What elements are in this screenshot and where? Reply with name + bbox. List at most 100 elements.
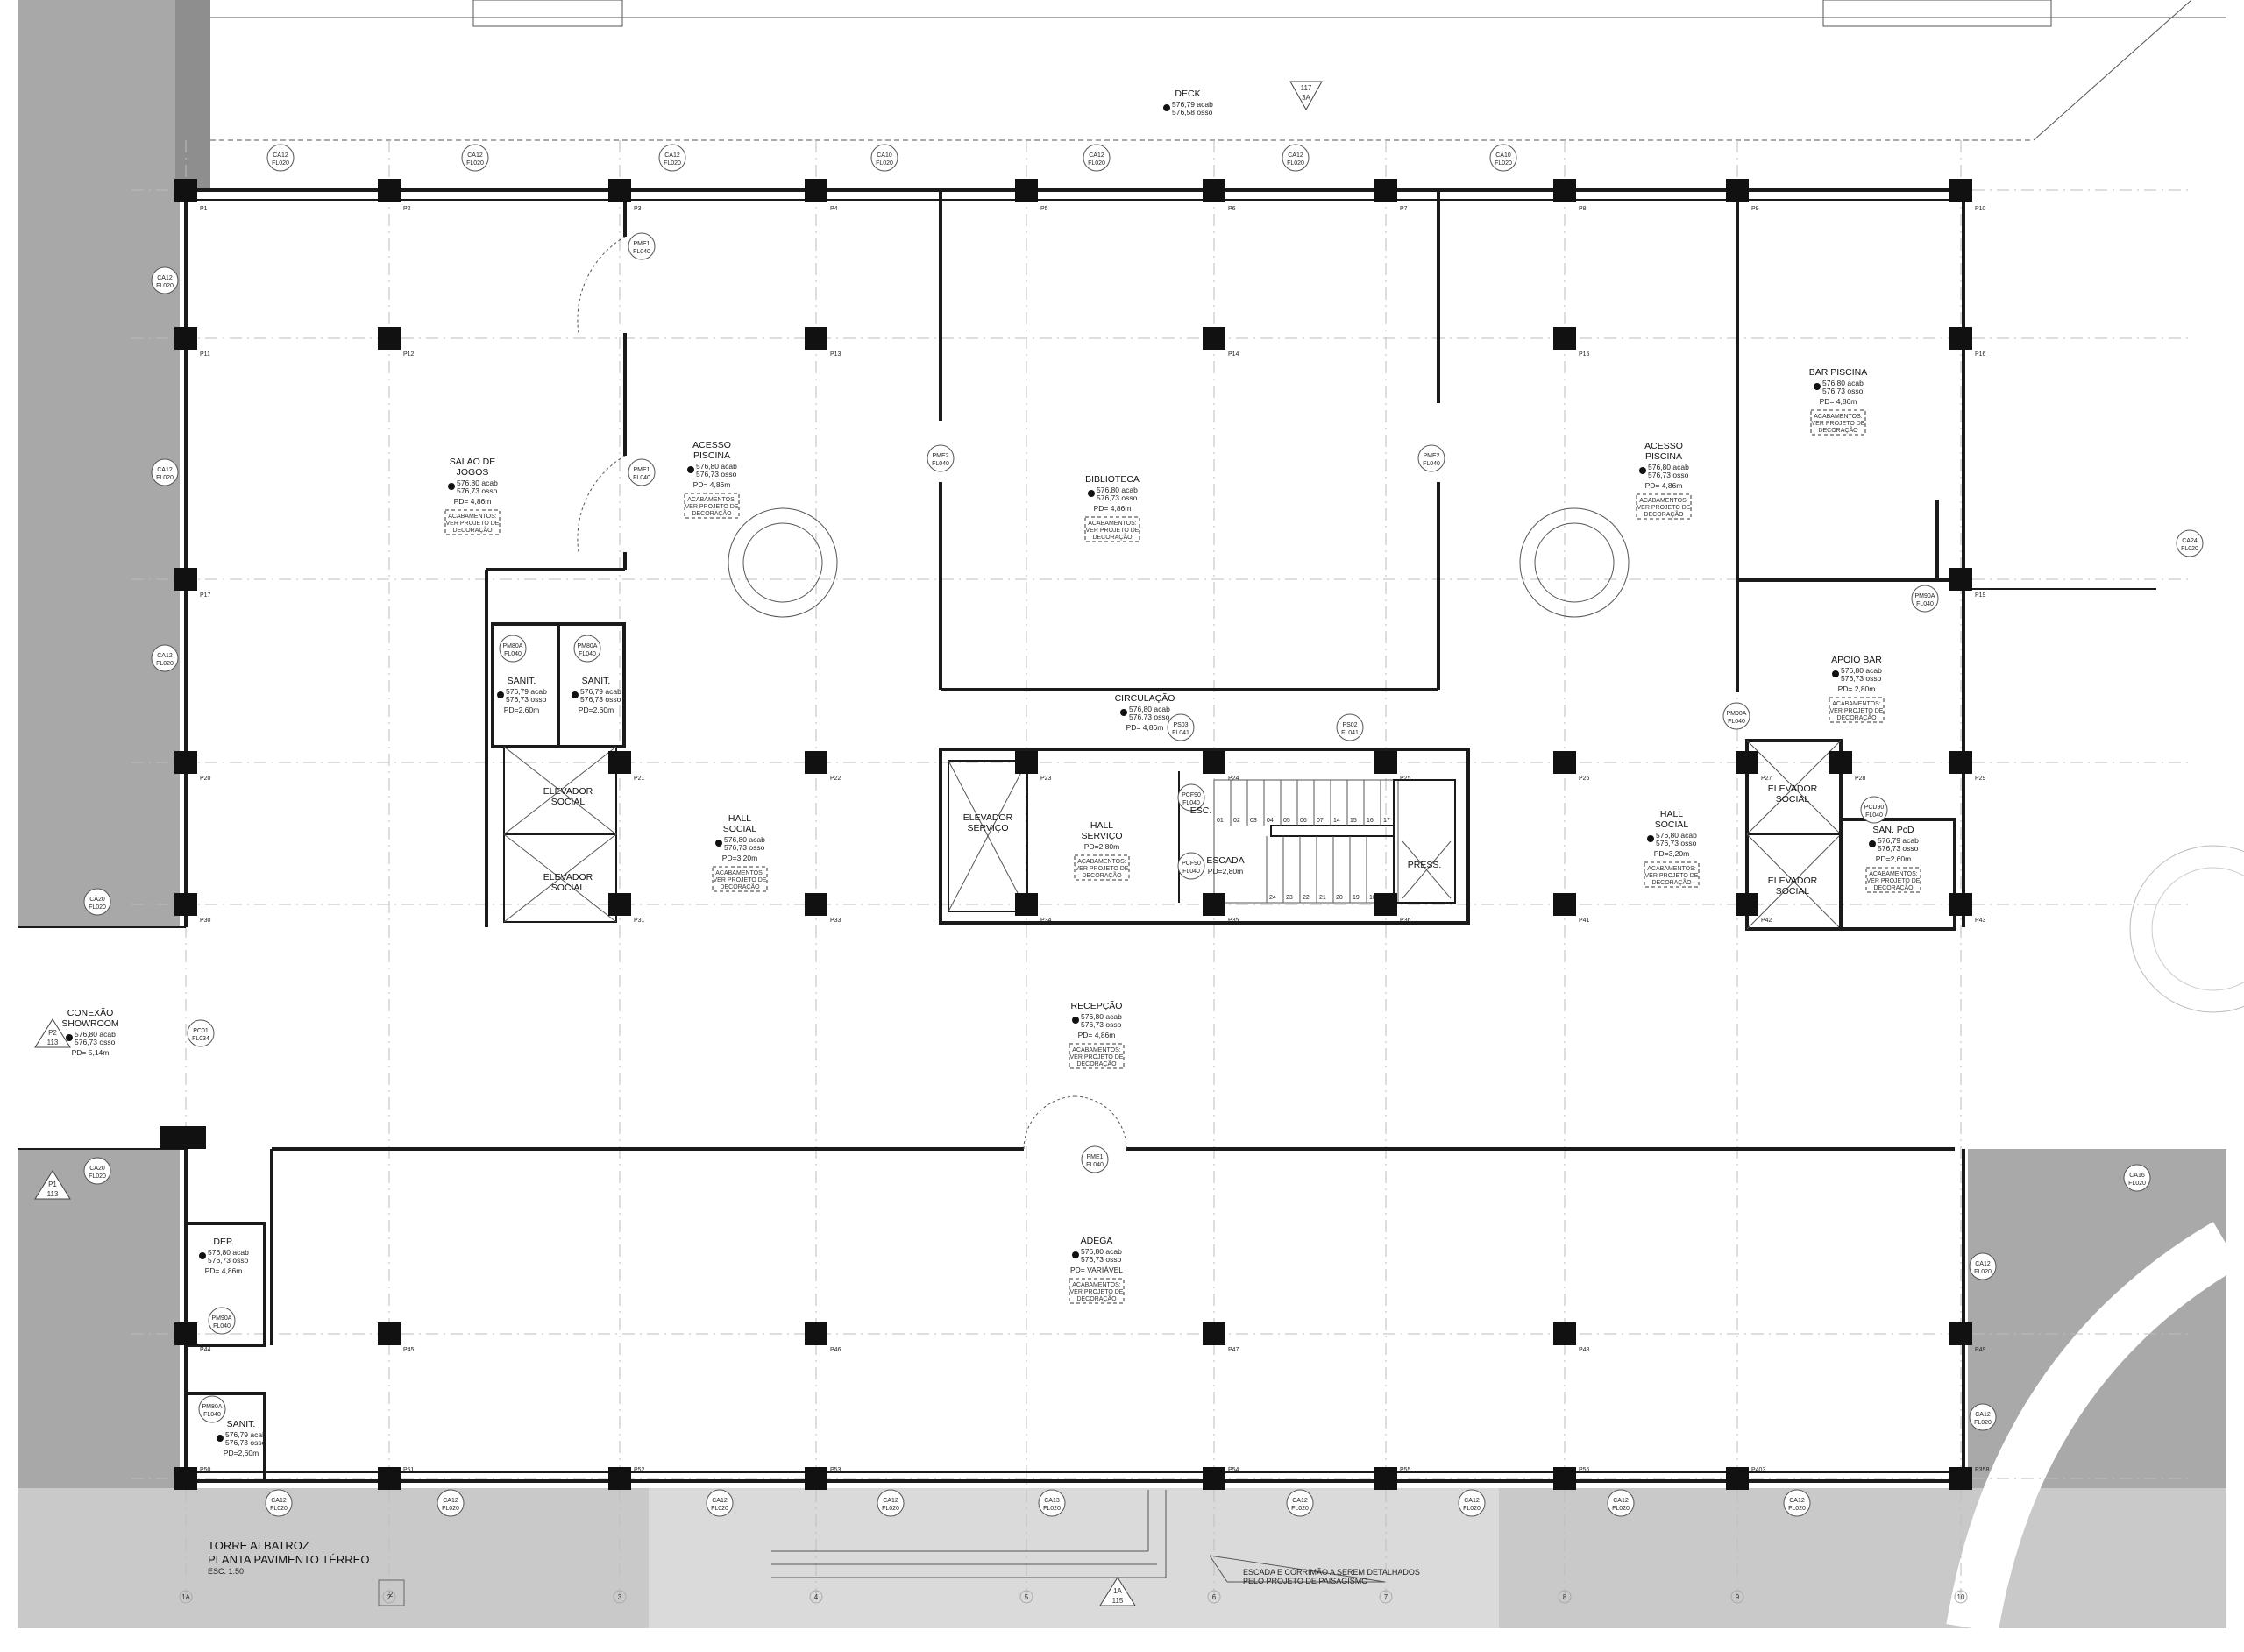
room-name: CONEXÃO xyxy=(67,1007,114,1018)
level-marker-icon xyxy=(448,483,455,490)
level-finish: 576,79 acab xyxy=(506,687,547,696)
level-finish: 576,80 acab xyxy=(1822,379,1864,387)
column-label: P9 xyxy=(1751,206,1759,212)
column-label: P2 xyxy=(403,206,411,212)
ceiling-height: PD=2,60m xyxy=(504,705,539,714)
svg-text:FL020: FL020 xyxy=(2181,546,2198,552)
column-label: P28 xyxy=(1855,776,1866,782)
finishes-note: DECORAÇÃO xyxy=(1076,1060,1117,1067)
column xyxy=(1374,893,1397,916)
finishes-note: ACABAMENTOS: xyxy=(715,870,764,876)
column xyxy=(1553,327,1576,350)
axis-bubble: 10 xyxy=(1954,1590,1968,1604)
column-label: P1 xyxy=(200,206,208,212)
finishes-note: ACABAMENTOS: xyxy=(1832,701,1881,707)
axis-bubble: 1A xyxy=(179,1590,193,1604)
column xyxy=(378,327,401,350)
level-marker-icon xyxy=(1647,835,1654,842)
column-label: P19 xyxy=(1975,592,1986,599)
walls xyxy=(18,188,2156,1583)
column xyxy=(1203,1322,1225,1345)
level-marker-icon xyxy=(199,1252,206,1259)
column xyxy=(1374,751,1397,774)
column-label: P45 xyxy=(403,1347,415,1353)
ceiling-height: PD= 4,86m xyxy=(1645,481,1683,490)
title-block: TORRE ALBATROZ PLANTA PAVIMENTO TÉRREO E… xyxy=(208,1539,405,1606)
column xyxy=(1949,1467,1972,1490)
column xyxy=(1553,179,1576,202)
finishes-note: VER PROJETO DE xyxy=(1076,866,1129,872)
room-name: DECK xyxy=(1175,89,1200,99)
svg-text:FL040: FL040 xyxy=(1086,1162,1104,1168)
landscape-note: ESCADA E CORRIMÃO A SEREM DETALHADOS PEL… xyxy=(1209,1555,1420,1585)
ceiling-height: PD= 4,86m xyxy=(1094,504,1132,513)
level-finish: 576,80 acab xyxy=(696,462,737,471)
level-finish: 576,80 acab xyxy=(724,835,765,844)
svg-text:PM80A: PM80A xyxy=(578,643,598,649)
finishes-note: DECORAÇÃO xyxy=(1836,713,1877,721)
svg-text:PM90A: PM90A xyxy=(1915,593,1935,599)
column xyxy=(608,1467,631,1490)
finishes-box xyxy=(1829,697,1885,723)
stair-step-number: 18 xyxy=(1369,895,1376,901)
door-tag-pm90a: PM90A FL040 xyxy=(1911,585,1939,613)
column-label: P358 xyxy=(1975,1467,1989,1473)
project-title: TORRE ALBATROZ xyxy=(208,1539,309,1552)
column xyxy=(1553,751,1576,774)
svg-text:CA12: CA12 xyxy=(1789,1498,1805,1504)
room-name: RECEPÇÃO xyxy=(1071,1000,1123,1011)
marker-top: P2 xyxy=(48,1029,57,1037)
level-marker-icon xyxy=(1072,1017,1079,1024)
finishes-note: DECORAÇÃO xyxy=(452,526,493,534)
svg-text:FL040: FL040 xyxy=(1916,601,1934,607)
ceiling-height: PD= VARIÁVEL xyxy=(1070,1266,1123,1274)
room-name: SHOWROOM xyxy=(61,1018,118,1029)
note-line-2: PELO PROJETO DE PAISAGISMO xyxy=(1243,1577,1367,1585)
column xyxy=(1374,179,1397,202)
room-name: ELEVADOR xyxy=(543,786,593,797)
column-label: P21 xyxy=(634,776,645,782)
column xyxy=(1553,1467,1576,1490)
svg-text:PS03: PS03 xyxy=(1173,722,1188,728)
level-finish: 576,80 acab xyxy=(1081,1012,1122,1021)
column xyxy=(805,1322,827,1345)
room-name: SANIT. xyxy=(582,676,611,686)
column xyxy=(183,1126,206,1149)
ceiling-height: PD=2,60m xyxy=(1876,854,1911,863)
level-finish: 576,79 acab xyxy=(580,687,621,696)
column xyxy=(1949,568,1972,591)
finishes-note: VER PROJETO DE xyxy=(714,877,767,883)
marker-bottom: 115 xyxy=(1112,1597,1124,1605)
level-structure: 576,73 osso xyxy=(506,695,547,704)
column-label: P5 xyxy=(1040,206,1048,212)
column-label: P12 xyxy=(403,351,415,358)
svg-text:FL020: FL020 xyxy=(156,283,174,289)
finishes-note: ACABAMENTOS: xyxy=(1647,866,1696,872)
svg-text:CA24: CA24 xyxy=(2182,538,2198,544)
column-label: P30 xyxy=(200,918,211,924)
column xyxy=(1015,751,1038,774)
finishes-note: VER PROJETO DE xyxy=(1830,708,1884,714)
column xyxy=(1726,1467,1749,1490)
column xyxy=(1553,1322,1576,1345)
level-marker-icon xyxy=(1088,490,1095,497)
room-name: SOCIAL xyxy=(1776,794,1810,805)
column xyxy=(1203,179,1225,202)
